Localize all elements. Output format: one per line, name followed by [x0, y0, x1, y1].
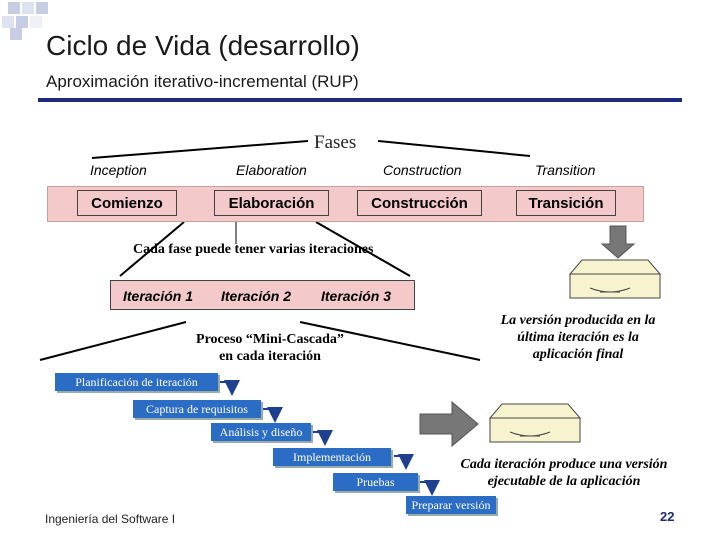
iteration-note-line: Cada iteración produce una versión [460, 457, 668, 472]
title-rule [38, 98, 682, 102]
footer-course: Ingeniería del Software I [45, 512, 176, 526]
step-arrow [263, 407, 283, 423]
fases-line-right [377, 140, 531, 157]
step-implementacion: Implementación [273, 448, 391, 466]
iteration-1: Iteración 1 [122, 288, 194, 304]
iterations-band [110, 280, 415, 310]
iteration-2: Iteración 2 [220, 288, 292, 304]
final-note-line: aplicación final [532, 347, 624, 362]
computer-drive-icon-final [568, 259, 662, 299]
step-planificacion: Planificación de iteración [55, 373, 218, 391]
step-preparar-version: Preparar versión [406, 496, 496, 514]
big-gray-arrow [419, 400, 479, 448]
mini-cascade-line2: en cada iteración [219, 349, 321, 364]
corner-square [16, 16, 28, 28]
iter-line-right [315, 221, 411, 277]
phase-elaboracion: Elaboración [214, 190, 329, 216]
slide-subtitle: Aproximación iterativo-incremental (RUP) [46, 72, 359, 91]
phase-en-inception: Inception [90, 162, 147, 178]
down-gray-arrow [600, 225, 636, 259]
corner-decoration [0, 0, 60, 40]
corner-square [22, 2, 34, 14]
computer-drive-icon-iteration [488, 403, 582, 443]
fases-line-left [91, 140, 309, 159]
phase-en-transition: Transition [535, 162, 596, 178]
mini-cascade-line1: Proceso “Mini-Cascada” [196, 332, 344, 347]
final-note-line: última iteración es la [517, 330, 639, 345]
final-note-line: La versión producida en la [500, 313, 656, 328]
step-captura-requisitos: Captura de requisitos [133, 400, 261, 418]
corner-square [36, 2, 48, 14]
step-analisis-diseno: Análisis y diseño [211, 423, 311, 441]
fases-label: Fases [314, 132, 357, 153]
iter-line-left [119, 221, 185, 277]
page-number: 22 [660, 509, 675, 524]
iteration-version-note: Cada iteración produce una versión ejecu… [448, 456, 680, 490]
corner-square [30, 16, 42, 28]
step-arrow [220, 380, 240, 396]
iteration-note-line: ejecutable de la aplicación [487, 474, 641, 489]
iteration-3: Iteración 3 [320, 288, 392, 304]
phase-construccion: Construcción [357, 190, 482, 216]
slide-title: Ciclo de Vida (desarrollo) [46, 30, 360, 61]
step-pruebas: Pruebas [333, 473, 418, 491]
cascade-line-right [299, 321, 481, 361]
final-version-note: La versión producida en la última iterac… [478, 312, 678, 363]
phase-en-elaboration: Elaboration [236, 162, 307, 178]
iterations-note: Cada fase puede tener varias iteraciones [133, 242, 374, 257]
step-arrow [420, 480, 440, 496]
corner-square [8, 2, 20, 14]
corner-square [2, 16, 14, 28]
cascade-line-left [39, 321, 187, 361]
phase-transicion: Transición [516, 190, 616, 216]
phase-comienzo: Comienzo [77, 190, 177, 216]
corner-square [10, 28, 22, 40]
step-arrow [313, 430, 333, 446]
step-arrow [394, 454, 414, 470]
phase-en-construction: Construction [383, 162, 462, 178]
